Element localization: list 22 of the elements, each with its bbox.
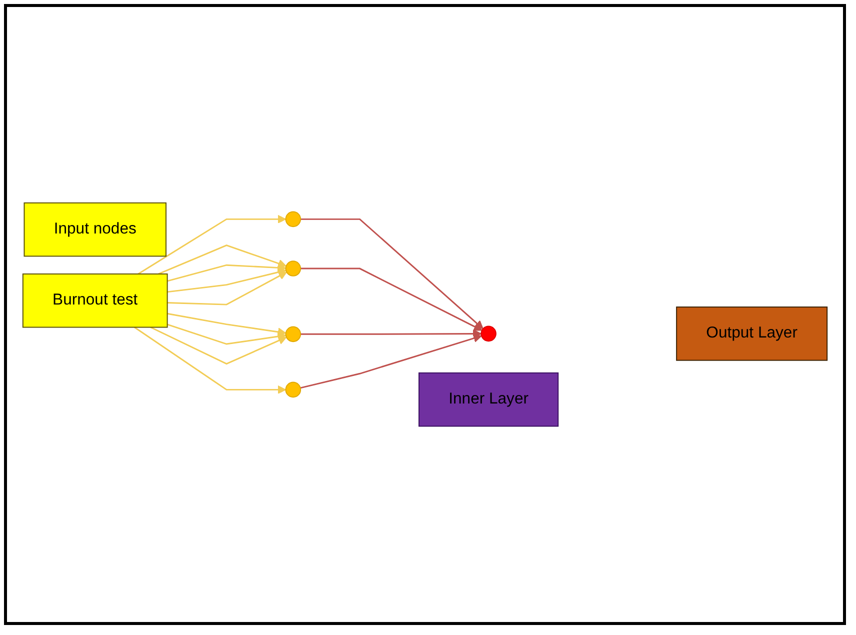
node-box <box>24 202 166 257</box>
arrow <box>167 324 286 345</box>
arrow <box>134 326 286 394</box>
arrow <box>167 312 286 336</box>
arrow <box>158 244 287 275</box>
arrow <box>167 268 286 293</box>
node-box <box>418 372 559 427</box>
node-circle <box>285 382 302 398</box>
arrow <box>167 263 286 282</box>
node-box <box>22 273 168 328</box>
node-circle <box>285 260 302 276</box>
arrow <box>138 214 286 275</box>
arrow <box>300 268 482 331</box>
node-circle <box>285 326 302 342</box>
node-circle <box>480 326 496 342</box>
arrow <box>300 218 484 330</box>
node-circle <box>285 211 302 228</box>
arrow <box>300 334 482 389</box>
arrow <box>150 326 287 365</box>
neural-network-diagram: Input nodes Burnout test Inner Layer Output Layer <box>15 194 835 434</box>
node-box <box>676 306 828 361</box>
arrow <box>167 272 288 306</box>
